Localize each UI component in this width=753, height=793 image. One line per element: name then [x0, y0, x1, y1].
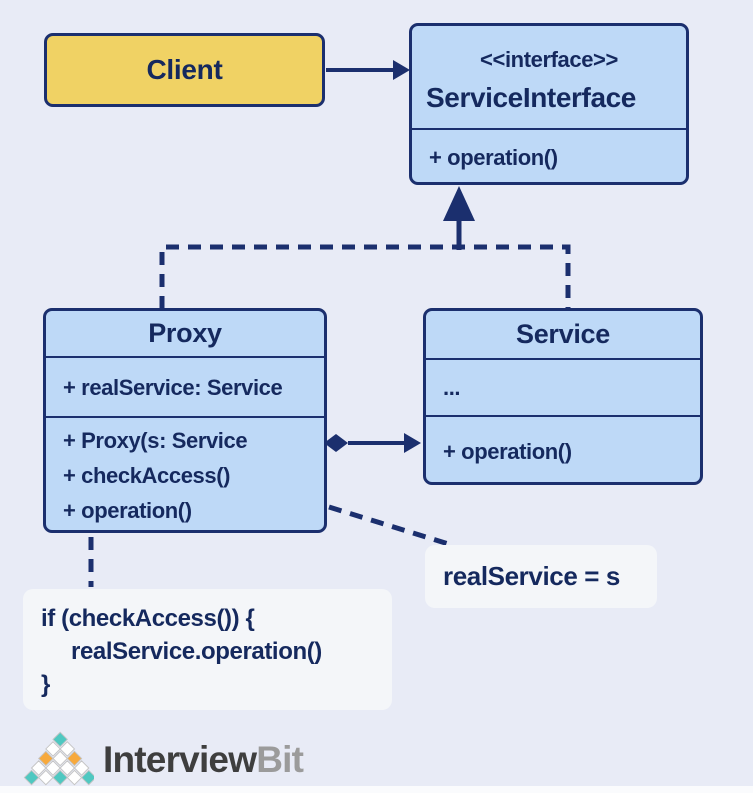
operation-code-note: if (checkAccess()) { realService.operati… — [23, 589, 392, 710]
service-header: Service — [426, 311, 700, 358]
service-interface-class-box: <<interface>> ServiceInterface + operati… — [409, 23, 689, 185]
method-proxy-ctor: + Proxy(s: Service — [63, 428, 248, 453]
interviewbit-pyramid-icon — [23, 731, 94, 786]
service-interface-header: <<interface>> ServiceInterface — [412, 26, 686, 128]
client-class-box: Client — [44, 33, 325, 107]
proxy-class-box: Proxy + realService: Service + Proxy(s: … — [43, 308, 327, 533]
proxy-class-name: Proxy — [148, 318, 222, 348]
method-operation: + operation() — [443, 439, 572, 464]
proxy-to-service-aggregation — [324, 433, 421, 453]
service-class-box: Service ... + operation() — [423, 308, 703, 485]
method-operation: + operation() — [429, 145, 558, 170]
code-line-1: if (checkAccess()) { — [41, 605, 255, 632]
assignment-text: realService = s — [443, 561, 620, 591]
attr-ellipsis: ... — [443, 375, 461, 400]
service-interface-methods: + operation() — [412, 128, 686, 185]
service-interface-name: ServiceInterface — [426, 82, 636, 113]
triangle-arrowhead-icon — [443, 186, 475, 221]
method-checkaccess: + checkAccess() — [63, 463, 231, 488]
service-methods: + operation() — [426, 415, 700, 486]
note-link-realservice — [328, 504, 456, 549]
client-class-name: Client — [146, 54, 223, 85]
interviewbit-wordmark: InterviewBit — [103, 738, 304, 780]
service-class-name: Service — [516, 319, 610, 349]
diamond-icon — [324, 434, 348, 452]
method-operation: + operation() — [63, 498, 192, 523]
interface-stereotype: <<interface>> — [480, 47, 618, 72]
client-to-interface-arrow — [326, 60, 410, 80]
code-line-3: } — [41, 671, 50, 698]
interviewbit-logo: InterviewBit — [12, 726, 332, 790]
proxy-attributes: + realService: Service — [46, 356, 324, 416]
bottom-strip — [0, 786, 753, 793]
arrowhead-icon — [393, 60, 410, 80]
logo-text-bit: Bit — [256, 738, 304, 780]
realization-connector — [159, 186, 571, 309]
proxy-methods: + Proxy(s: Service + checkAccess() + ope… — [46, 416, 324, 533]
proxy-header: Proxy — [46, 311, 324, 356]
code-line-2: realService.operation() — [71, 638, 322, 665]
attr-realservice: + realService: Service — [63, 374, 283, 400]
arrowhead-icon — [404, 433, 421, 453]
realservice-assignment-note: realService = s — [425, 545, 657, 608]
service-attributes: ... — [426, 358, 700, 415]
logo-text-interview: Interview — [103, 738, 257, 780]
